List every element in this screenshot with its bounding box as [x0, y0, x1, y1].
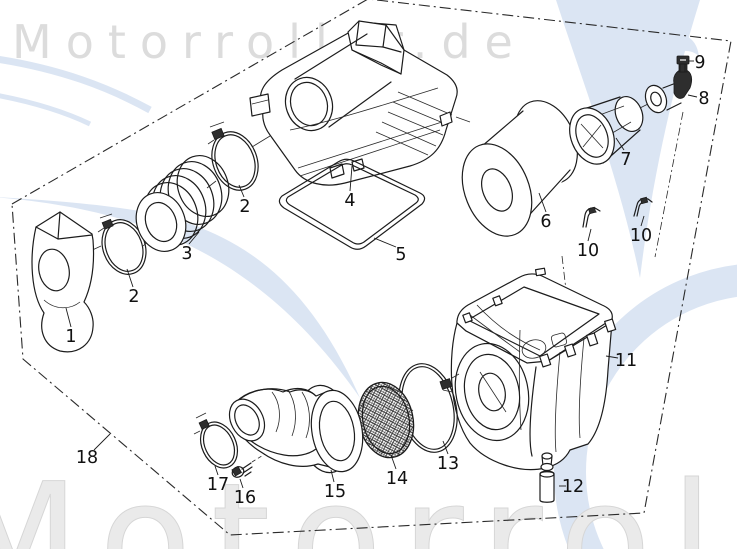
part-1-intake-snorkel: [31, 211, 95, 353]
part-17-hose-clamp: [193, 412, 239, 469]
callout-15-16: 15: [324, 482, 346, 502]
leader-line-5: [373, 237, 397, 248]
leader-line-7: [615, 137, 625, 151]
callout-9-9: 9: [694, 53, 705, 73]
part-3-bellows-tube: [135, 155, 230, 252]
callout-8-8: 8: [698, 89, 709, 109]
leader-line-18: [93, 433, 111, 451]
callout-10-10: 10: [577, 241, 599, 261]
leader-line-2: [126, 268, 134, 288]
part-10-clip-right: [633, 196, 653, 217]
part-7-filter-cage: [569, 96, 644, 165]
leader-line-4: [349, 165, 353, 192]
part-15-elbow-duct: [228, 384, 364, 474]
part-8-intake-fitting: [644, 63, 693, 114]
callout-14-15: 14: [386, 469, 408, 489]
callout-5-5: 5: [395, 245, 406, 265]
part-5-gasket: [278, 158, 426, 250]
leader-line-10: [640, 215, 645, 227]
leader-line-11: [605, 355, 619, 359]
part-4-airbox-cover: [249, 20, 458, 186]
leader-line-14: [390, 454, 397, 470]
leader-line-8: [687, 94, 698, 98]
part-12-drain-tube: [539, 452, 555, 503]
callout-4-4: 4: [344, 191, 355, 211]
callout-2-3: 2: [239, 197, 250, 217]
callout-11-12: 11: [615, 351, 637, 371]
leader-line-10: [587, 228, 592, 242]
callout-3-2: 3: [181, 244, 192, 264]
leader-line-15: [330, 469, 335, 483]
watermark-bottom-text: Motorroller.de: [0, 452, 737, 549]
leader-line-6: [538, 192, 547, 213]
callout-1-0: 1: [65, 327, 76, 347]
leader-line-17: [214, 465, 219, 476]
part-6-filter-element: [461, 100, 578, 237]
callout-10-11: 10: [630, 226, 652, 246]
leader-line-3: [188, 231, 200, 245]
part-11-airbox-housing: [450, 267, 617, 471]
watermark-top-text: Motorroller.de: [12, 15, 527, 69]
part-10-clip-left: [582, 206, 601, 228]
leader-line-1: [65, 307, 72, 328]
frame-outline: [11, 0, 732, 536]
part-9-screw: [676, 55, 690, 73]
callout-7-7: 7: [620, 150, 631, 170]
leader-line-2: [238, 184, 245, 198]
callout-18-19: 18: [76, 448, 98, 468]
callout-16-17: 16: [234, 488, 256, 508]
part-2-clamp-right: [207, 121, 259, 191]
callout-17-18: 17: [207, 475, 229, 495]
callout-12-13: 12: [562, 477, 584, 497]
callout-13-14: 13: [437, 454, 459, 474]
callout-2-1: 2: [128, 287, 139, 307]
callout-6-6: 6: [540, 212, 551, 232]
part-16-bolt: [231, 462, 253, 478]
leader-line-13: [442, 440, 449, 455]
leader-line-16: [239, 478, 244, 489]
diagram-frame-dashdot: [11, 0, 732, 536]
